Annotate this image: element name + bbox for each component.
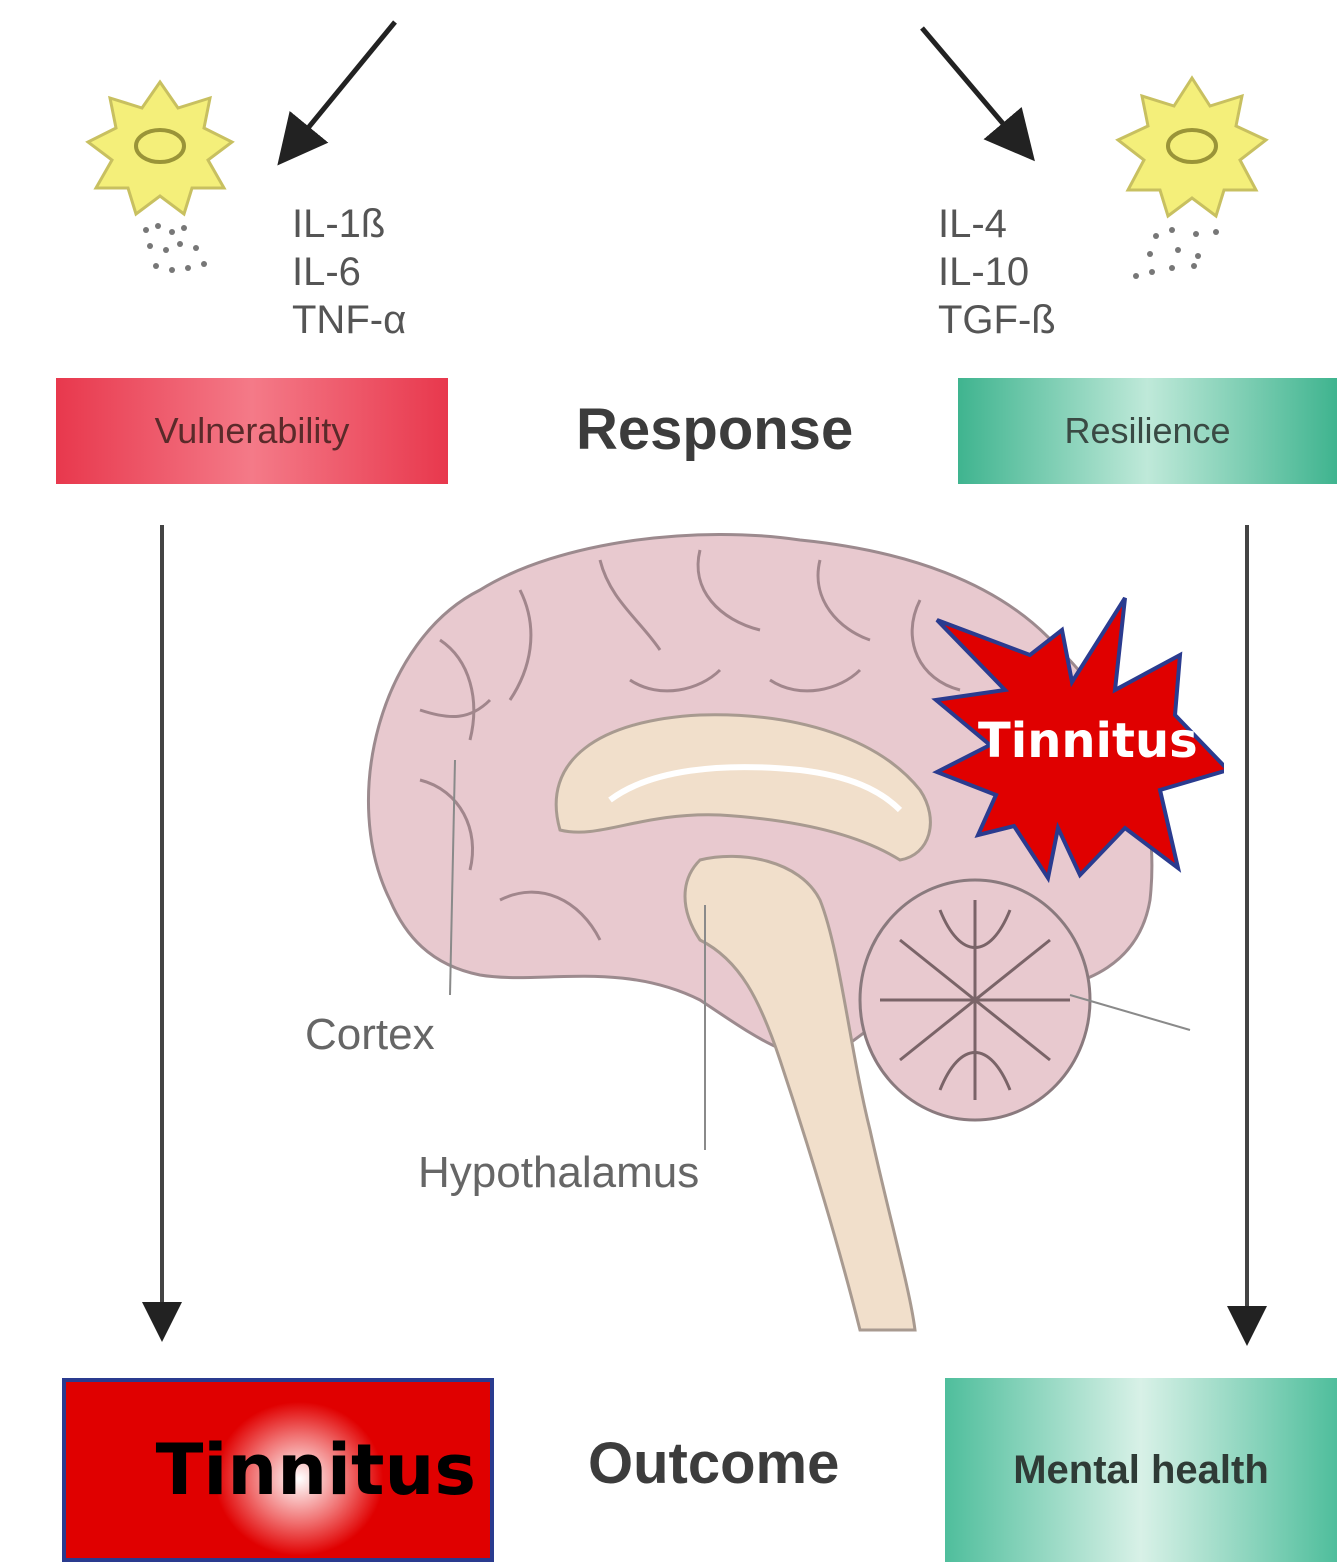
cytokine-label: IL-4 — [938, 200, 1056, 248]
cytokine-label: TNF-α — [292, 296, 406, 344]
mental-health-box: Mental health — [945, 1378, 1337, 1562]
top-left-arrow — [290, 22, 395, 150]
microglia-right-icon — [1118, 78, 1266, 216]
left-cytokine-list: IL-1ß IL-6 TNF-α — [292, 200, 406, 344]
resilience-box: Resilience — [958, 378, 1337, 484]
cytokine-label: IL-10 — [938, 248, 1056, 296]
hypothalamus-label: Hypothalamus — [418, 1148, 699, 1198]
cytokine-label: TGF-ß — [938, 296, 1056, 344]
burst-label: Tinnitus — [978, 713, 1198, 769]
mental-health-label: Mental health — [1013, 1448, 1269, 1493]
outcome-label: Outcome — [588, 1430, 839, 1497]
cytokine-dots-right — [1133, 227, 1219, 279]
response-label: Response — [576, 396, 853, 463]
tinnitus-outcome-box: Tinnitus — [62, 1378, 494, 1562]
vulnerability-label: Vulnerability — [155, 410, 350, 452]
cytokine-label: IL-6 — [292, 248, 406, 296]
microglia-left-icon — [88, 82, 232, 214]
vulnerability-box: Vulnerability — [56, 378, 448, 484]
burst-text-clip: Tinnitus — [978, 710, 1224, 780]
top-right-arrow — [922, 28, 1022, 146]
cytokine-label: IL-1ß — [292, 200, 406, 248]
cytokine-dots-left — [143, 223, 207, 273]
resilience-label: Resilience — [1064, 410, 1230, 452]
right-cytokine-list: IL-4 IL-10 TGF-ß — [938, 200, 1056, 344]
cortex-label: Cortex — [305, 1010, 435, 1060]
tinnitus-outcome-label: Tinnitus — [156, 1429, 476, 1511]
